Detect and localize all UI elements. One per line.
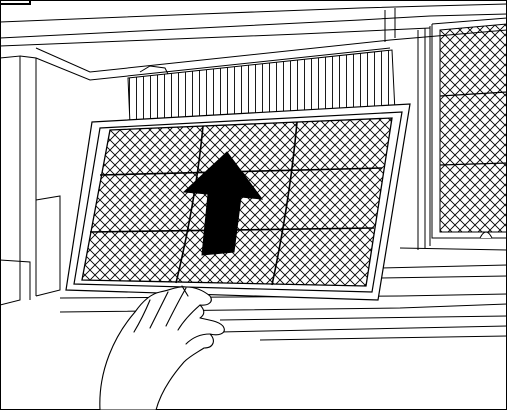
rear-filter (432, 18, 507, 238)
